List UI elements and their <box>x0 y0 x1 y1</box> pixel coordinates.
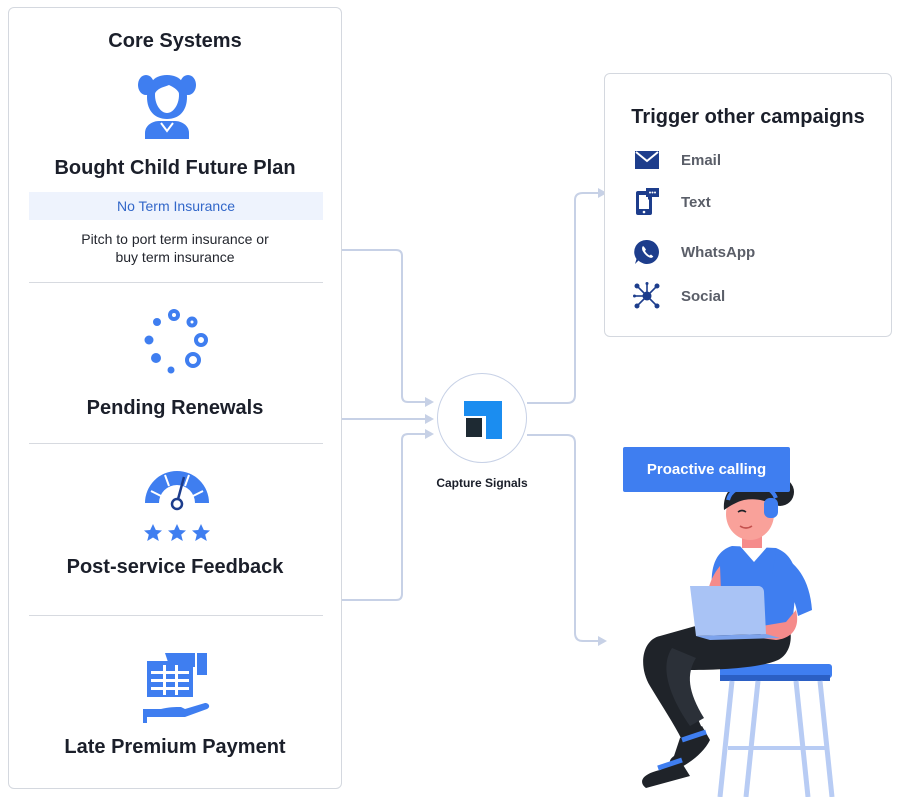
section-title-post-service-feedback: Post-service Feedback <box>66 556 284 578</box>
campaigns-panel: Trigger other campaigns Email Text <box>604 73 892 337</box>
channel-label-text: Text <box>681 193 711 211</box>
loading-dots-icon <box>144 309 208 374</box>
no-term-insurance-badge: No Term Insurance <box>29 192 323 220</box>
section-divider <box>29 443 323 444</box>
channel-email[interactable]: Email <box>633 146 721 174</box>
channel-label-email: Email <box>681 151 722 169</box>
channel-label-social: Social <box>681 287 726 305</box>
section-title-pending-renewals: Pending Renewals <box>86 397 264 419</box>
whatsapp-icon <box>634 239 659 264</box>
section-description-line-2: buy term insurance <box>115 249 235 265</box>
channel-social[interactable]: Social <box>633 282 725 310</box>
channel-label-whatsapp: WhatsApp <box>681 243 756 261</box>
section-title-late-premium-payment: Late Premium Payment <box>64 736 286 758</box>
core-systems-panel: Core Systems Bought Child Future Plan No… <box>8 7 342 789</box>
channel-text[interactable]: Text <box>633 188 711 216</box>
section-title-child-future-plan: Bought Child Future Plan <box>54 157 296 179</box>
agent-with-laptop-illustration <box>642 478 835 797</box>
section-divider <box>29 615 323 616</box>
core-systems-title: Core Systems <box>108 30 242 52</box>
capture-signals-hub <box>437 373 527 463</box>
network-icon <box>633 282 660 309</box>
capture-logo-icon <box>464 401 502 439</box>
capture-signals-label: Capture Signals <box>436 476 528 490</box>
cash-hand-icon <box>143 653 210 723</box>
section-description-line-1: Pitch to port term insurance or <box>81 231 269 247</box>
section-divider <box>29 282 323 283</box>
speedometer-stars-icon <box>144 471 210 541</box>
proactive-calling-button[interactable]: Proactive calling <box>623 447 790 492</box>
envelope-icon <box>635 151 659 169</box>
campaigns-title: Trigger other campaigns <box>631 106 865 128</box>
channel-whatsapp[interactable]: WhatsApp <box>633 238 755 266</box>
phone-message-icon <box>636 188 659 215</box>
girl-icon <box>138 75 196 139</box>
